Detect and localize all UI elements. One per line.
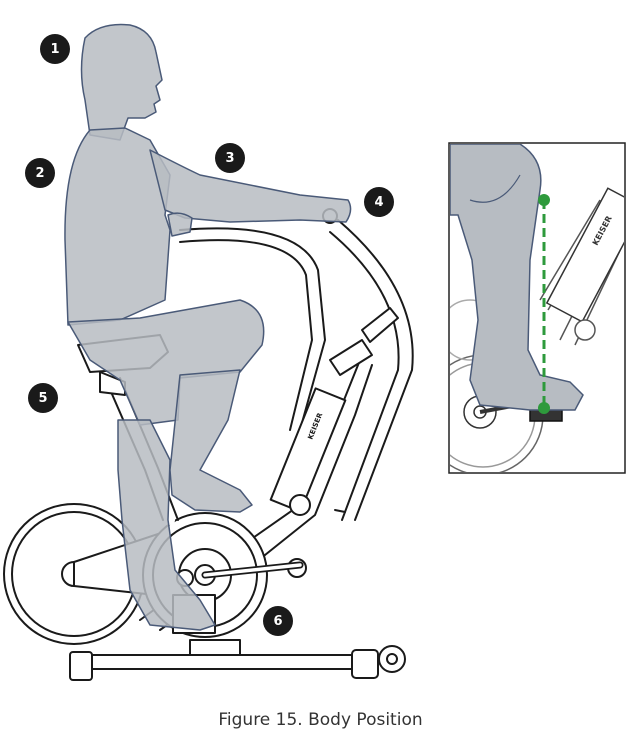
handlebar-frame: [179, 227, 326, 431]
base-rail: [77, 654, 379, 670]
front-stabilizer: [351, 649, 379, 679]
figure-caption: Figure 15. Body Position: [218, 710, 423, 730]
inset-leg: [450, 144, 584, 411]
knee-point: [538, 194, 550, 206]
pedal-axle-point: [538, 402, 550, 414]
callout-6: 6: [263, 606, 293, 636]
inset-detail: KEISER: [448, 142, 626, 474]
rider-head: [80, 23, 163, 141]
callout-1: 1: [40, 34, 70, 64]
console: [361, 307, 399, 343]
callout-5: 5: [28, 383, 58, 413]
callout-2: 2: [25, 158, 55, 188]
mast: [269, 387, 347, 513]
rider-front-leg: [169, 369, 253, 513]
rear-foot: [69, 651, 93, 681]
callout-3: 3: [215, 143, 245, 173]
rider-rear-leg: [117, 419, 216, 631]
rider-silhouette: [64, 23, 352, 631]
front-handlebar: [337, 219, 414, 521]
rider-arm: [149, 149, 352, 223]
callout-4: 4: [364, 187, 394, 217]
